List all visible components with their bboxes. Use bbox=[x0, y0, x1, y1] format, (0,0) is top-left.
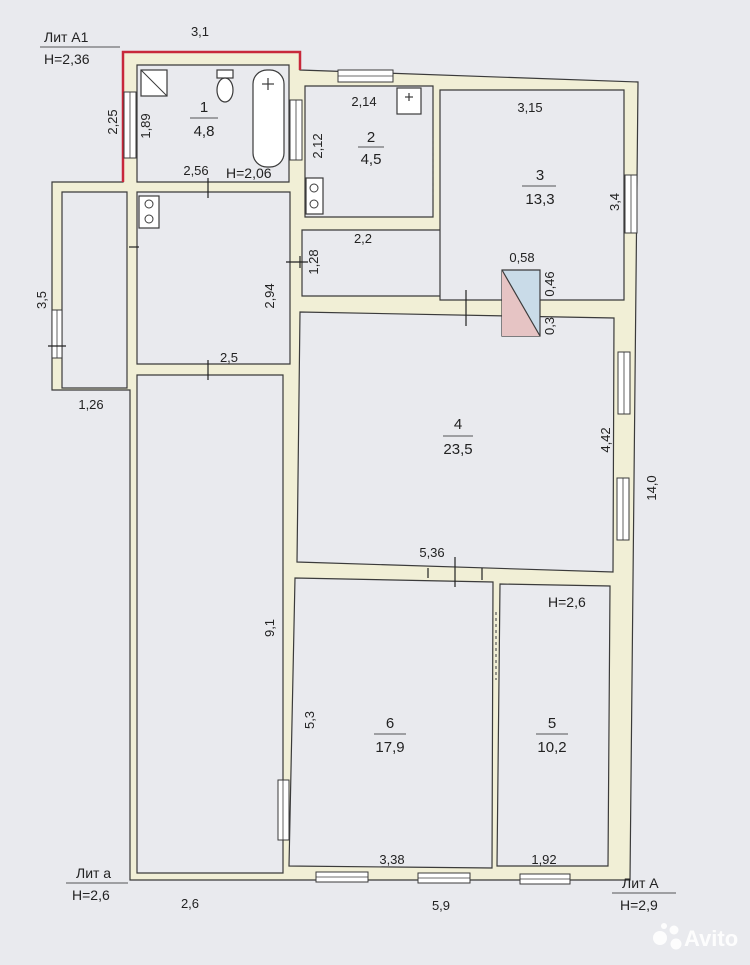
room-number: 3 bbox=[536, 167, 544, 184]
avito-watermark: Avito bbox=[653, 923, 738, 951]
room-6-label: 6 17,9 bbox=[374, 715, 406, 756]
window bbox=[616, 477, 630, 541]
dimension-label: 0,3 bbox=[542, 317, 557, 335]
lit-name: Лит а bbox=[76, 865, 111, 881]
bathtub-icon bbox=[252, 69, 285, 168]
dimension-label: 1,26 bbox=[78, 397, 103, 412]
sink-fixture bbox=[396, 87, 422, 115]
dimension-label: 0,46 bbox=[542, 271, 557, 296]
dimension-label: 5,36 bbox=[419, 545, 444, 560]
dimension-label: 1,92 bbox=[531, 852, 556, 867]
window bbox=[51, 309, 63, 359]
dimension-label: 9,1 bbox=[262, 619, 277, 637]
dimension-label: 2,56 bbox=[183, 163, 208, 178]
room-5-label: 5 10,2 bbox=[536, 715, 568, 756]
windows bbox=[51, 69, 638, 885]
room-area: 4,5 bbox=[361, 151, 382, 168]
dimension-label: 2,14 bbox=[351, 94, 376, 109]
window bbox=[624, 174, 638, 234]
room-number: 6 bbox=[386, 715, 394, 732]
room-area: 17,9 bbox=[375, 739, 404, 756]
dimension-label: 2,94 bbox=[262, 283, 277, 308]
window bbox=[617, 351, 631, 415]
lit-a1-red-outline bbox=[121, 50, 302, 182]
lit-name: Лит А1 bbox=[44, 29, 89, 45]
dimension-label: 2,12 bbox=[310, 133, 325, 158]
room-number: 2 bbox=[367, 129, 375, 146]
dimension-label: 0,58 bbox=[509, 250, 534, 265]
dimensions: 3,1 2,56 2,14 3,15 2,2 0,58 1,26 2,5 5,3… bbox=[34, 24, 659, 913]
room-area: 23,5 bbox=[443, 441, 472, 458]
room-number: 1 bbox=[200, 99, 208, 116]
room-area: 13,3 bbox=[525, 191, 554, 208]
dimension-label: 2,5 bbox=[220, 350, 238, 365]
window bbox=[289, 99, 303, 161]
lit-height: H=2,9 bbox=[620, 897, 658, 913]
room-3-label: 3 13,3 bbox=[522, 167, 556, 208]
window bbox=[315, 871, 369, 883]
room-2-label: 2 4,5 bbox=[358, 129, 384, 168]
lit-height: H=2,6 bbox=[72, 887, 110, 903]
room-area: 4,8 bbox=[194, 123, 215, 140]
room-4-label: 4 23,5 bbox=[443, 416, 473, 458]
room-area: 10,2 bbox=[537, 739, 566, 756]
avito-wordmark: Avito bbox=[684, 926, 738, 951]
dimension-label: 14,0 bbox=[644, 475, 659, 500]
dimension-label: 1,89 bbox=[138, 113, 153, 138]
dimension-label: 3,15 bbox=[517, 100, 542, 115]
window bbox=[123, 91, 137, 159]
building-walls bbox=[51, 51, 639, 881]
lit-a1-label: Лит А1 H=2,36 bbox=[40, 29, 120, 67]
lit-height: H=2,36 bbox=[44, 51, 90, 67]
dimension-label: 2,6 bbox=[181, 896, 199, 911]
room-1-height: H=2,06 bbox=[226, 165, 272, 181]
dimension-label: 2,25 bbox=[105, 109, 120, 134]
stove-icon bbox=[138, 195, 160, 229]
dimension-label: 3,5 bbox=[34, 291, 49, 309]
dimension-label: 5,9 bbox=[432, 898, 450, 913]
window bbox=[337, 69, 394, 83]
dimension-label: 3,1 bbox=[191, 24, 209, 39]
lit-a-big-label: Лит А H=2,9 bbox=[612, 875, 676, 913]
dimension-label: 4,42 bbox=[598, 427, 613, 452]
dimension-label: 3,4 bbox=[607, 193, 622, 211]
door-marks bbox=[48, 138, 497, 680]
stair-duct bbox=[501, 269, 541, 337]
avito-dots-icon bbox=[653, 923, 682, 950]
stove-icon bbox=[305, 177, 324, 215]
room-5-height: H=2,6 bbox=[548, 594, 586, 610]
window bbox=[417, 872, 471, 884]
dimension-label: 5,3 bbox=[302, 711, 317, 729]
window bbox=[277, 779, 290, 841]
dimension-label: 2,2 bbox=[354, 231, 372, 246]
dimension-label: 1,28 bbox=[306, 249, 321, 274]
dimension-label: 3,38 bbox=[379, 852, 404, 867]
lit-a-small-label: Лит а H=2,6 bbox=[66, 865, 128, 903]
toilet-icon bbox=[216, 69, 234, 103]
room-number: 4 bbox=[454, 416, 462, 433]
bathroom-fixtures bbox=[140, 69, 285, 168]
room-number: 5 bbox=[548, 715, 556, 732]
window bbox=[519, 873, 571, 885]
lit-name: Лит А bbox=[622, 875, 659, 891]
room-1-label: 1 4,8 bbox=[190, 99, 218, 140]
